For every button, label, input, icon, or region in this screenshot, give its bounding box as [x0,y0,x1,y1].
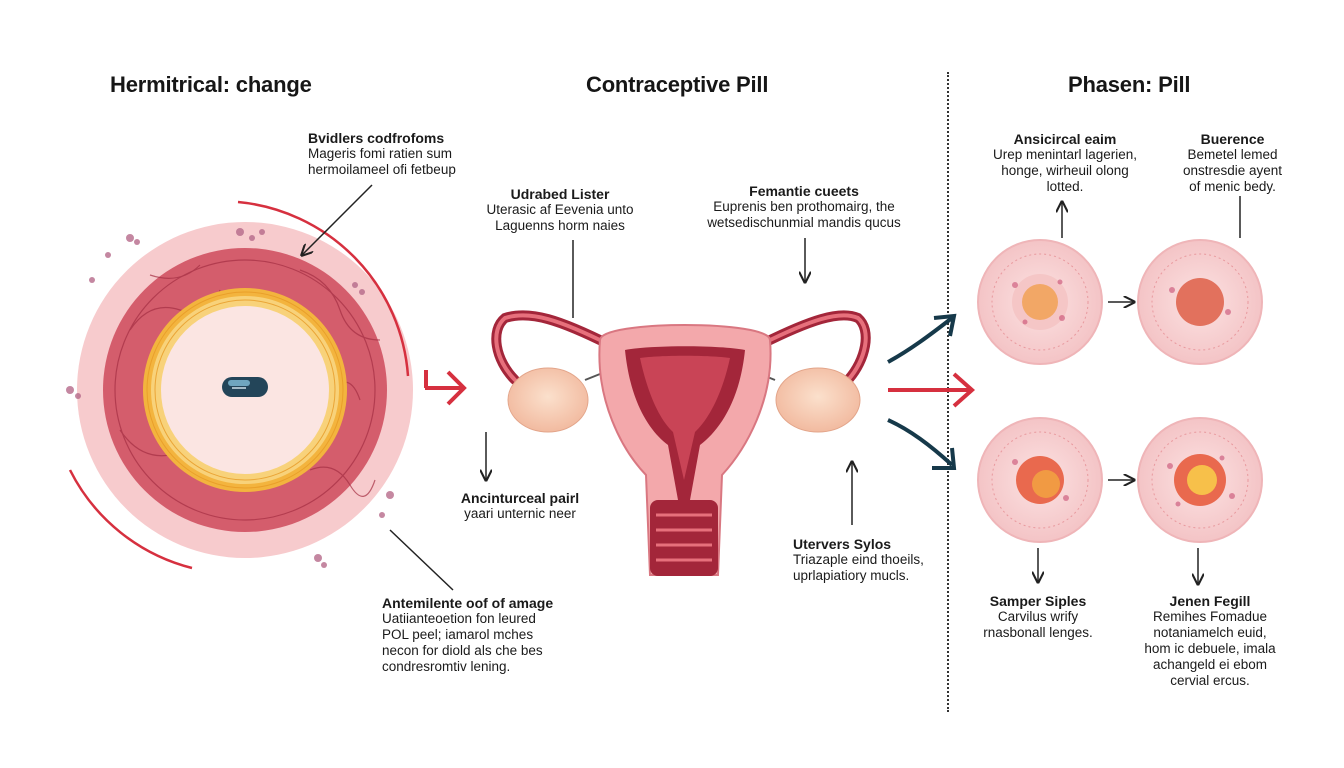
label-heading: Utervers Sylos [793,536,892,552]
title-left: Hermitrical: change [110,72,312,97]
label-heading: Udrabed Lister [510,186,610,202]
flow-arrows-right [887,313,976,470]
pointer-arrows [302,184,1241,591]
label-heading: Femantie cueets [749,183,859,199]
label-phase-top-left: Ansicircal eaim Urep menintarl lagerien,… [980,131,1150,195]
label-mid-lower: Ancinturceal pairl yaari unternic neer [440,490,600,522]
uterus-illustration [491,310,871,576]
label-heading: Samper Siples [989,593,1087,609]
label-line: achangeld ei ebom [1152,657,1268,672]
label-line: uprlapiatiory mucls. [793,568,910,583]
label-line: hom ic debuele, imala [1144,641,1276,656]
pill-icon [222,377,268,397]
label-line: Uterasic af Eevenia unto [486,202,634,217]
label-heading: Antemilente oof of amage [382,595,554,611]
label-line: Urep menintarl lagerien, [992,147,1138,162]
label-heading: Ansicircal eaim [1013,131,1117,147]
label-line: onstresdie ayent [1182,163,1283,178]
label-line: Remihes Fomadue [1152,609,1268,624]
label-line: lotted. [1046,179,1084,194]
label-line: wetsedischunmial mandis qucus [707,215,901,230]
label-line: Triazaple eind thoeils, [793,552,924,567]
label-line: cervial ercus. [1170,673,1250,688]
label-line: Euprenis ben prothomairg, the [713,199,895,214]
label-phase-top-right: Buerence Bemetel lemed onstresdie ayent … [1170,131,1295,195]
label-heading: Ancinturceal pairl [460,490,580,506]
label-line: hermoilameel ofi fetbeup [308,162,456,177]
label-line: notaniamelch euid, [1153,625,1267,640]
label-line: rnasbonall lenges. [983,625,1093,640]
ovary-cell-illustration [977,239,1263,543]
label-line: Mageris fomi ratien sum [308,146,453,161]
label-line: Carvilus wrify [997,609,1079,624]
label-line: Uatiianteoetion fon leured [382,611,536,626]
label-bottom-left: Antemilente oof of amage Uatiianteoetion… [382,595,553,675]
label-line: Laguenns horm naies [495,218,625,233]
label-line: honge, wirheuil olong [1001,163,1129,178]
label-line: POL peel; iamarol mches [382,627,534,642]
label-line: Bemetel lemed [1187,147,1278,162]
label-phase-bottom-left: Samper Siples Carvilus wrify rnasbonall … [968,593,1108,641]
title-center: Contraceptive Pill [586,72,769,97]
label-uterus-left: Udrabed Lister Uterasic af Eevenia unto … [470,186,650,234]
label-line: necon for diold als che bes [382,643,543,658]
label-heading: Jenen Fegill [1169,593,1251,609]
label-line: yaari unternic neer [464,506,576,521]
label-line: of menic bedy. [1189,179,1276,194]
label-heading: Bvidlers codfrofoms [308,130,445,146]
label-bottom-center: Utervers Sylos Triazaple eind thoeils, u… [793,536,924,584]
flow-arrow-left [424,370,467,406]
label-heading: Buerence [1200,131,1265,147]
label-top-left: Bvidlers codfrofoms Mageris fomi ratien … [308,130,456,178]
title-right: Phasen: Pill [1068,72,1191,97]
label-uterus-right: Femantie cueets Euprenis ben prothomairg… [690,183,918,231]
label-line: condresromtiv lening. [382,659,511,674]
follicle-cross-section [66,200,413,570]
label-phase-bottom-right: Jenen Fegill Remihes Fomadue notaniamelc… [1135,593,1285,689]
